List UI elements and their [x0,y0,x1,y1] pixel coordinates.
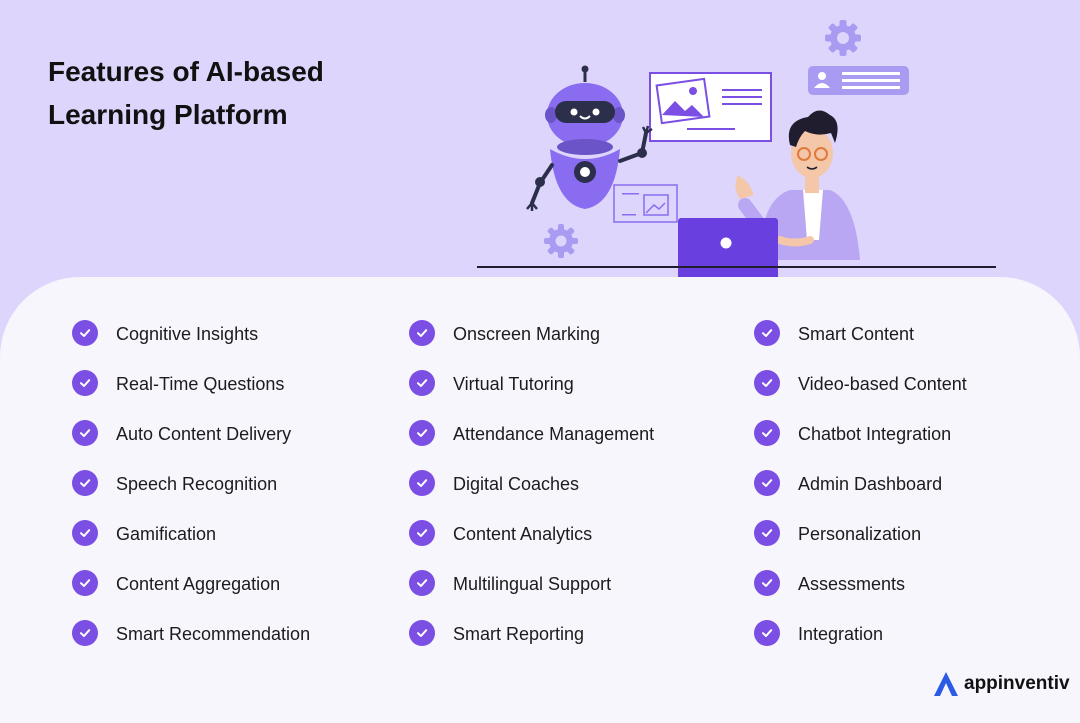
page-title-line-2: Learning Platform [48,99,288,130]
feature-item-multilingual-support: Multilingual Support [409,570,654,620]
feature-item-attendance-management: Attendance Management [409,420,654,470]
check-circle-icon [72,520,98,546]
feature-label: Admin Dashboard [798,474,943,494]
check-circle-icon [409,470,435,496]
check-circle-icon [754,370,780,396]
feature-label: Virtual Tutoring [453,374,574,394]
check-circle-icon [409,620,435,646]
robot-icon [526,65,653,211]
gear-icon [825,20,861,56]
gear-icon [544,224,578,258]
feature-label: Real-Time Questions [116,374,285,394]
feature-label: Video-based Content [798,374,967,394]
feature-label: Cognitive Insights [116,324,259,344]
check-circle-icon [409,420,435,446]
profile-card-icon [808,66,909,95]
check-circle-icon [72,420,98,446]
feature-label: Gamification [116,524,217,544]
feature-item-admin-dashboard: Admin Dashboard [754,470,967,520]
feature-label: Chatbot Integration [798,424,952,444]
feature-item-smart-recommendation: Smart Recommendation [72,620,310,670]
feature-label: Smart Reporting [453,624,585,644]
brand-name: appinventiv [964,673,1070,694]
feature-label: Assessments [798,574,906,594]
feature-label: Integration [798,624,884,644]
check-circle-icon [754,570,780,596]
check-circle-icon [409,520,435,546]
check-circle-icon [754,470,780,496]
check-circle-icon [72,470,98,496]
feature-item-speech-recognition: Speech Recognition [72,470,310,520]
check-circle-icon [754,420,780,446]
feature-item-gamification: Gamification [72,520,310,570]
feature-item-cognitive-insights: Cognitive Insights [72,320,310,370]
feature-item-auto-content-delivery: Auto Content Delivery [72,420,310,470]
check-circle-icon [72,620,98,646]
feature-label: Content Analytics [453,524,593,544]
feature-item-smart-content: Smart Content [754,320,967,370]
page-title: Features of AI-based Learning Platform [48,50,324,136]
check-circle-icon [409,370,435,396]
feature-label: Auto Content Delivery [116,424,292,444]
check-circle-icon [72,370,98,396]
check-circle-icon [409,570,435,596]
feature-label: Attendance Management [453,424,655,444]
ai-learning-illustration [477,20,996,283]
feature-item-video-based-content: Video-based Content [754,370,967,420]
check-circle-icon [754,520,780,546]
check-circle-icon [72,320,98,346]
check-circle-icon [754,620,780,646]
check-circle-icon [72,570,98,596]
feature-item-digital-coaches: Digital Coaches [409,470,654,520]
feature-label: Smart Content [798,324,915,344]
feature-item-personalization: Personalization [754,520,967,570]
image-card-icon [649,72,772,142]
feature-label: Speech Recognition [116,474,278,494]
feature-label: Personalization [798,524,922,544]
person-icon [735,110,860,260]
small-image-card-icon [613,184,678,223]
feature-item-content-aggregation: Content Aggregation [72,570,310,620]
feature-item-content-analytics: Content Analytics [409,520,654,570]
check-circle-icon [409,320,435,346]
feature-item-onscreen-marking: Onscreen Marking [409,320,654,370]
feature-item-chatbot-integration: Chatbot Integration [754,420,967,470]
feature-item-virtual-tutoring: Virtual Tutoring [409,370,654,420]
feature-item-integration: Integration [754,620,967,670]
appinventiv-logo-icon [934,672,958,696]
feature-label: Smart Recommendation [116,624,311,644]
feature-item-assessments: Assessments [754,570,967,620]
feature-label: Multilingual Support [453,574,612,594]
feature-item-smart-reporting: Smart Reporting [409,620,654,670]
feature-label: Content Aggregation [116,574,281,594]
brand-logo: appinventiv [932,670,1070,698]
feature-label: Onscreen Marking [453,324,601,344]
features-panel [0,277,1080,723]
desk-line [477,266,996,268]
check-circle-icon [754,320,780,346]
feature-item-real-time-questions: Real-Time Questions [72,370,310,420]
feature-label: Digital Coaches [453,474,580,494]
page-title-line-1: Features of AI-based [48,56,324,87]
